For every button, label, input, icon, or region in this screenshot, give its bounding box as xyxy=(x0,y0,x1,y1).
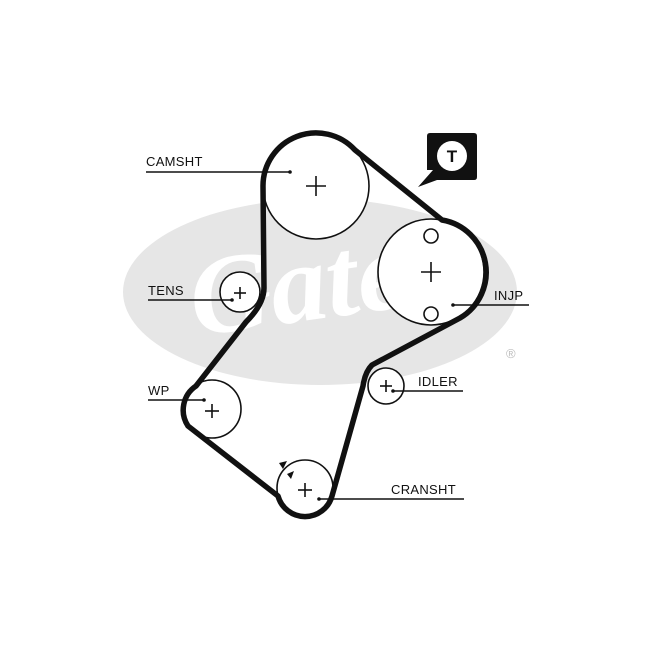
camshaft-center-mark xyxy=(306,176,326,196)
tensioner-badge: T xyxy=(418,133,477,187)
crankshaft-center-mark xyxy=(298,483,312,497)
injection-pump-label: INJP xyxy=(494,288,523,303)
registered-mark: ® xyxy=(506,346,516,361)
idler-label: IDLER xyxy=(418,374,458,389)
tensioner-center-mark xyxy=(234,287,246,299)
badge-letter: T xyxy=(447,147,458,166)
injp-leader-dot xyxy=(451,303,455,307)
idler-center-mark xyxy=(380,380,392,392)
injp-bolt-hole-top xyxy=(423,228,439,244)
crank-timing-mark-inner xyxy=(287,471,294,479)
tensioner-label: TENS xyxy=(148,283,184,298)
crankshaft-leader-dot xyxy=(317,497,321,501)
injp-bolt-hole-bottom xyxy=(423,306,439,322)
water-pump-center-mark xyxy=(205,404,219,418)
idler-leader-dot xyxy=(391,389,395,393)
camshaft-label: CAMSHT xyxy=(146,154,203,169)
tensioner-leader-dot xyxy=(230,298,234,302)
crankshaft-label: CRANSHT xyxy=(391,482,456,497)
injp-center-mark xyxy=(421,262,441,282)
badge-circle xyxy=(437,141,467,171)
water-pump-label: WP xyxy=(148,383,170,398)
crank-timing-mark-outer xyxy=(279,461,287,469)
camshaft-leader-dot xyxy=(288,170,292,174)
water-pump-leader-dot xyxy=(202,398,206,402)
